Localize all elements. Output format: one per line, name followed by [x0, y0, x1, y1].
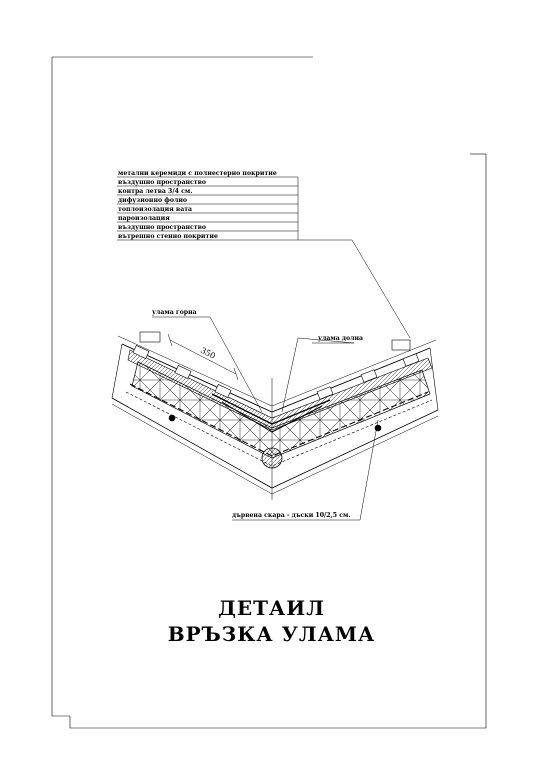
legend-item: вътрешно стенно покритие [118, 233, 218, 240]
legend-item: въздушно пространство [118, 179, 206, 186]
legend-item: контра летва 3/4 см. [118, 188, 192, 195]
dimension-350 [167, 333, 239, 381]
legend-item: въздушно пространство [118, 224, 206, 231]
callout-top-sheet: улама горна [152, 309, 197, 316]
legend-labels: метални керемиди с полиестерно покритие … [118, 170, 277, 240]
title-line-1: ДЕТАИЛ [218, 596, 325, 620]
title-line-2: ВРЪЗКА УЛАМА [167, 622, 376, 646]
legend-item: пароизолация [118, 215, 170, 222]
sheet-frames [51, 56, 487, 729]
callout-boarding: дървена скара - дъски 10/2,5 см. [232, 512, 351, 519]
legend-table [117, 176, 299, 241]
roof-assembly [111, 331, 439, 500]
callout-leaders [152, 316, 379, 521]
legend-item: дифузионно фолио [118, 197, 187, 204]
legend-item: топлоизолация вата [118, 206, 192, 213]
legend-item: метални керемиди с полиестерно покритие [118, 170, 277, 177]
legend-leader [298, 239, 411, 339]
callout-bottom-sheet: улама долна [318, 335, 363, 342]
dimension-label: 350 [199, 346, 217, 361]
